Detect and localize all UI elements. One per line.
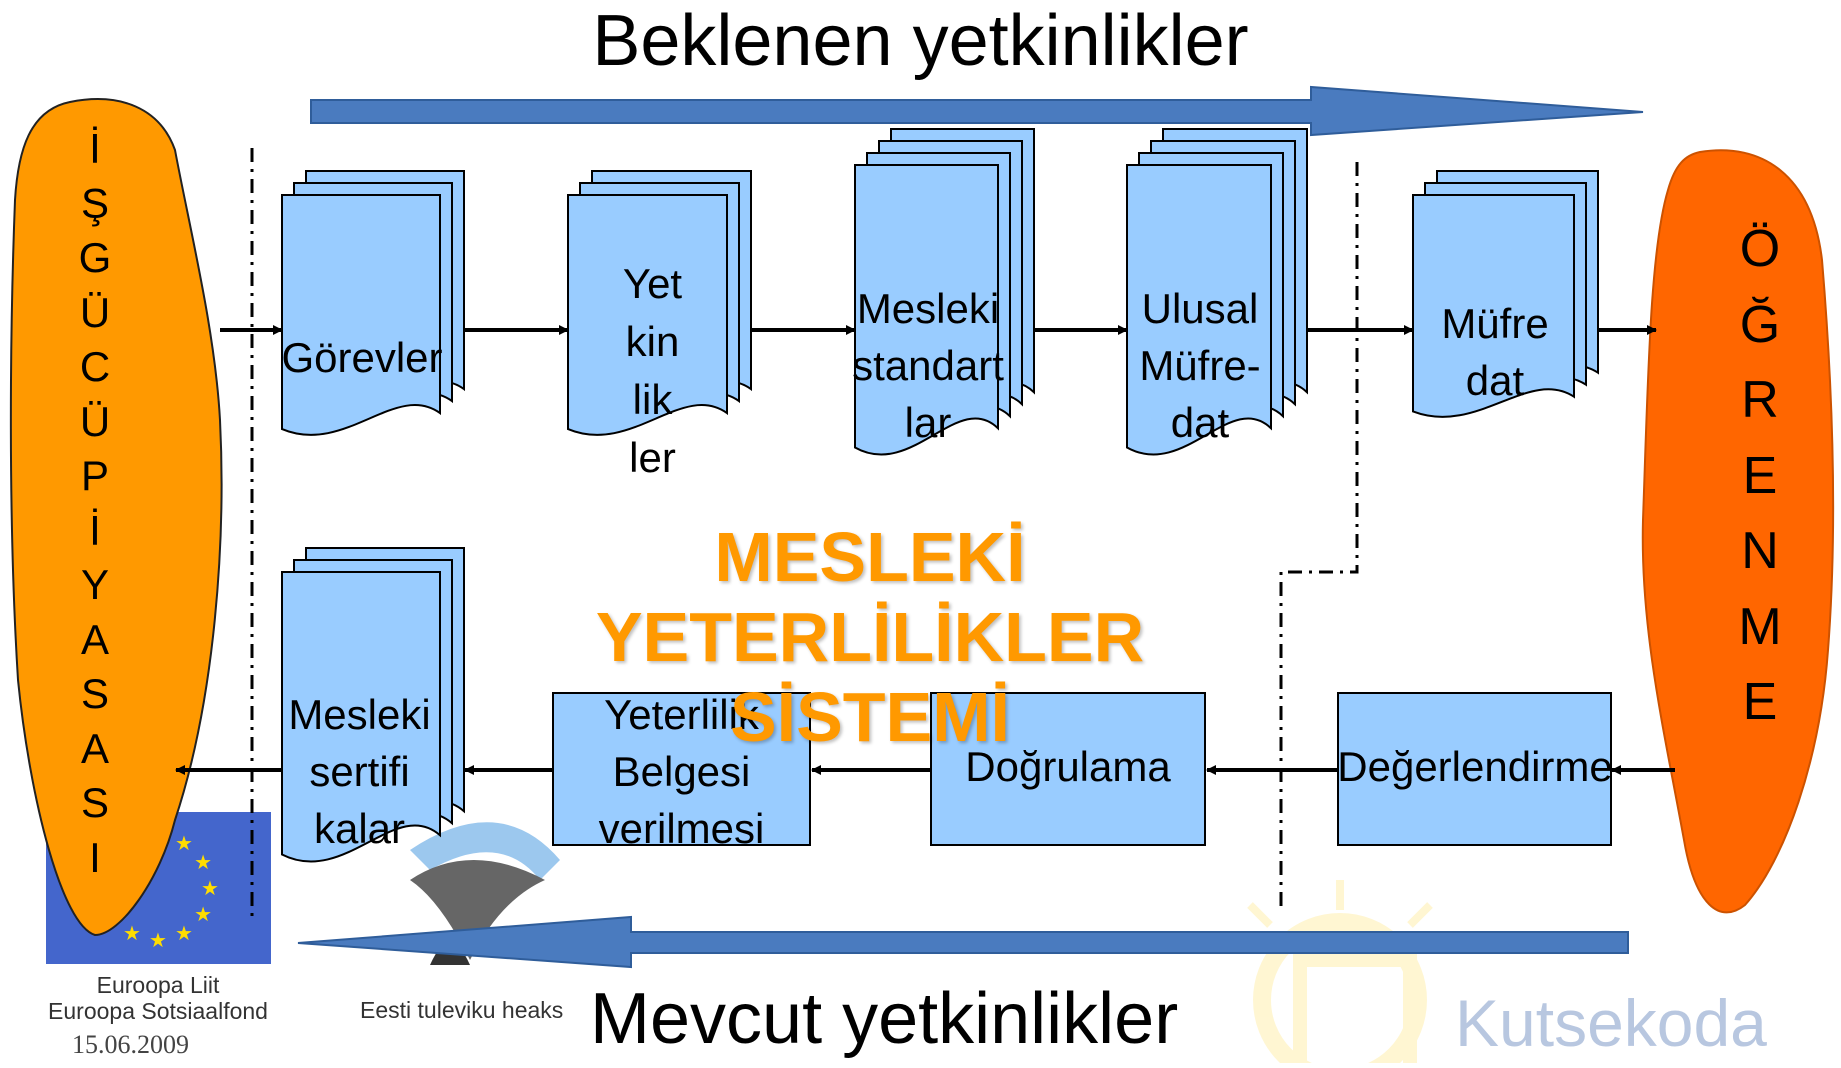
current-competences-arrow <box>297 915 1629 969</box>
vertical-letter: Ö <box>1739 220 1781 278</box>
label-yetkinlikler: Yet kin lik ler <box>570 255 735 487</box>
vertical-letter: E <box>1742 673 1778 731</box>
eu-star-icon: ★ <box>175 921 193 945</box>
estonia-caption: Eesti tuleviku heaks <box>360 997 564 1023</box>
vertical-letter: A <box>80 724 109 772</box>
label-mesleki-sertifikalar: Mesleki sertifi kalar <box>262 686 457 857</box>
doc-ulusal-mufredat <box>1126 128 1308 456</box>
label-line: Değerlendirme <box>1337 743 1613 790</box>
vertical-letter: Ü <box>79 288 111 336</box>
doc-mesleki-sertifikalar <box>281 547 465 863</box>
eu-star-icon: ★ <box>149 928 167 952</box>
label-line: kin <box>625 318 680 365</box>
kutsekoda-brand: Kutsekoda <box>1455 986 1767 1060</box>
label-gorevler: Görevler <box>262 334 462 381</box>
vertical-letter: İ <box>89 125 101 172</box>
label-line: SİSTEMİ <box>729 677 1011 756</box>
date-label: 15.06.2009 <box>72 1030 189 1059</box>
label-line: ler <box>629 434 676 481</box>
label-line: verilmesi <box>598 805 765 852</box>
expected-competences-arrow <box>310 85 1644 137</box>
label-line: Yeterlilik <box>604 691 759 738</box>
doc-page <box>1126 164 1272 456</box>
doc-mufredat <box>1412 170 1599 418</box>
doc-page <box>281 571 441 863</box>
label-line: Görevler <box>281 334 443 381</box>
vertical-letter: S <box>80 779 109 826</box>
doc-page <box>1412 194 1575 418</box>
vertical-letter: G <box>78 234 112 281</box>
label-line: Müfre- <box>1139 342 1261 389</box>
label-line: Yet <box>622 260 683 307</box>
vertical-letter: Ş <box>80 179 109 227</box>
label-line: dat <box>1465 357 1525 404</box>
doc-page <box>567 194 728 436</box>
label-line: Doğrulama <box>965 743 1171 790</box>
vertical-letter: A <box>80 615 109 663</box>
label-line: sertifi <box>309 748 410 795</box>
label-line: kalar <box>313 805 406 852</box>
doc-gorevler <box>281 170 465 436</box>
label-line: YETERLİLİKLER <box>595 597 1145 676</box>
doc-yetkinlikler <box>567 170 752 436</box>
labour-market-blob <box>9 98 223 937</box>
label-mufredat: Müfre dat <box>1410 295 1580 409</box>
expected-competences-title: Beklenen yetkinlikler <box>592 1 1249 81</box>
box-degerlendirme <box>1337 692 1612 846</box>
current-competences-title: Mevcut yetkinlikler <box>590 979 1179 1059</box>
vertical-letter: Ü <box>79 397 111 445</box>
vertical-letter: İ <box>89 506 101 554</box>
label-line: standart <box>852 342 1004 389</box>
right-boundary-line <box>1279 162 1359 910</box>
doc-mesleki-standartlar <box>854 128 1035 456</box>
eu-star-icon: ★ <box>194 902 212 926</box>
vertical-letter: I <box>89 833 101 881</box>
label-line: Müfre <box>1441 300 1549 347</box>
eu-caption-line2: Euroopa Sotsiaalfond <box>48 998 268 1025</box>
eu-star-icon: ★ <box>123 921 141 945</box>
kutsekoda-sun-icon <box>1247 880 1433 1068</box>
label-dogrulama: Doğrulama <box>931 743 1205 790</box>
label-line: Mesleki <box>856 285 1000 332</box>
vertical-letter: P <box>80 452 109 499</box>
vertical-letter: M <box>1738 597 1782 656</box>
eu-star-icon: ★ <box>194 850 212 874</box>
label-line: Belgesi <box>612 748 751 795</box>
label-line: lar <box>904 399 952 446</box>
label-line: dat <box>1170 399 1230 446</box>
vertical-letter: N <box>1741 522 1779 580</box>
label-line: Mesleki <box>288 691 431 738</box>
eu-caption-line1: Euroopa Liit <box>96 972 220 998</box>
label-line: Ulusal <box>1141 285 1259 332</box>
flow-arrows <box>175 325 1675 775</box>
vertical-letter: Y <box>80 561 109 608</box>
vertical-letter: R <box>1741 371 1779 429</box>
eu-caption: Euroopa Liit Euroopa Sotsiaalfond <box>38 972 278 1025</box>
box-dogrulama <box>930 692 1206 846</box>
label-line: MESLEKİ <box>714 518 1026 596</box>
doc-page <box>854 164 999 456</box>
label-degerlendirme: Değerlendirme <box>1300 743 1650 790</box>
vertical-letter: Ğ <box>1739 295 1781 354</box>
vertical-letter: C <box>79 343 111 390</box>
label-line: lik <box>632 376 673 423</box>
doc-page <box>281 194 441 436</box>
box-yeterlilik-belgesi <box>552 692 811 846</box>
eu-star-icon: ★ <box>201 876 219 900</box>
label-mesleki-standartlar: Mesleki standart lar <box>828 280 1028 451</box>
vertical-letter: S <box>80 670 109 717</box>
vertical-letter: E <box>1742 446 1778 505</box>
eu-star-icon: ★ <box>175 831 193 855</box>
